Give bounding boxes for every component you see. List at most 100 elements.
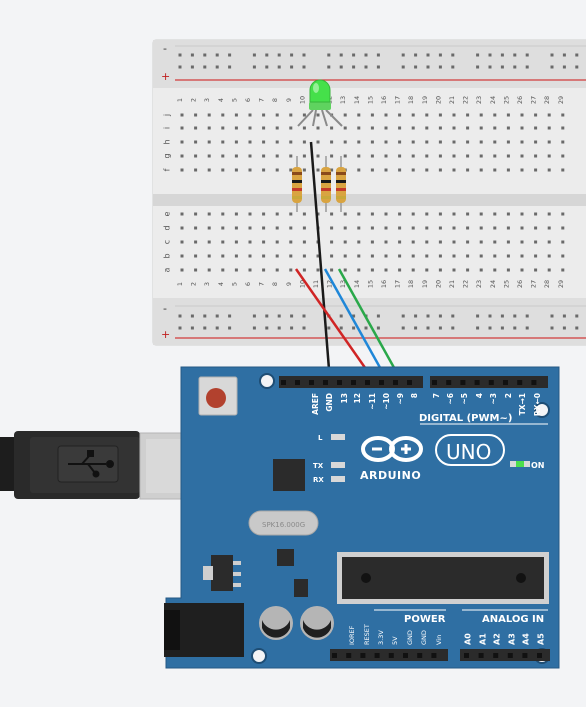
terminal-hole <box>317 169 320 172</box>
rail-hole <box>365 66 368 69</box>
terminal-hole <box>534 127 537 130</box>
terminal-hole <box>235 269 238 272</box>
terminal-hole <box>453 269 456 272</box>
terminal-hole <box>357 213 360 216</box>
analog-pin-label: A0 <box>464 633 473 645</box>
rail-hole <box>203 54 206 57</box>
column-number: 22 <box>462 280 470 288</box>
terminal-hole <box>303 169 306 172</box>
model-name: UNO <box>446 440 491 464</box>
resistor-band <box>292 188 302 191</box>
column-number: 18 <box>407 280 415 288</box>
terminal-hole <box>235 227 238 230</box>
terminal-hole <box>289 141 292 144</box>
column-number: 19 <box>421 280 429 288</box>
terminal-hole <box>480 169 483 172</box>
rail-hole <box>216 54 219 57</box>
terminal-hole <box>303 114 306 117</box>
terminal-hole <box>344 114 347 117</box>
rail-hole <box>575 315 578 318</box>
terminal-hole <box>289 241 292 244</box>
rail-hole <box>340 315 343 318</box>
rail-hole <box>228 66 231 69</box>
rail-hole <box>327 327 330 330</box>
digital-pin-label: 13 <box>340 393 349 403</box>
terminal-hole <box>276 155 279 158</box>
terminal-hole <box>521 127 524 130</box>
led-highlight <box>313 83 319 93</box>
rail-hole <box>340 327 343 330</box>
power-pin-label: 3.3V <box>377 630 385 645</box>
terminal-hole <box>289 255 292 258</box>
terminal-hole <box>439 127 442 130</box>
terminal-hole <box>466 155 469 158</box>
terminal-hole <box>398 255 401 258</box>
rail-hole <box>501 315 504 318</box>
terminal-hole <box>466 213 469 216</box>
led-label-tx: TX <box>313 462 324 470</box>
terminal-hole <box>493 127 496 130</box>
terminal-hole <box>425 169 428 172</box>
column-number: 16 <box>380 96 388 104</box>
terminal-hole <box>425 155 428 158</box>
terminal-hole <box>453 155 456 158</box>
terminal-hole <box>208 213 211 216</box>
rail-hole <box>179 54 182 57</box>
bottom-rail-minus-label: - <box>163 302 167 315</box>
row-letter: f <box>163 168 172 171</box>
terminal-hole <box>194 213 197 216</box>
terminal-hole <box>439 213 442 216</box>
rail-hole <box>191 54 194 57</box>
reset-button[interactable] <box>206 388 226 408</box>
terminal-hole <box>289 155 292 158</box>
terminal-hole <box>249 269 252 272</box>
digital-pin-label: 7 <box>432 393 441 398</box>
rail-hole <box>365 54 368 57</box>
terminal-hole <box>289 127 292 130</box>
terminal-hole <box>289 269 292 272</box>
rail-hole <box>575 66 578 69</box>
analog-header <box>460 649 550 661</box>
digital-pin-label: GND <box>325 393 334 412</box>
column-number: 21 <box>448 280 456 288</box>
terminal-hole <box>289 114 292 117</box>
header-pin <box>475 380 480 385</box>
header-pin <box>503 380 508 385</box>
terminal-hole <box>262 141 265 144</box>
column-number: 5 <box>230 282 238 286</box>
terminal-hole <box>480 155 483 158</box>
column-number: 18 <box>407 96 415 104</box>
terminal-hole <box>262 155 265 158</box>
terminal-hole <box>181 213 184 216</box>
digital-pin-label: TX→1 <box>518 393 527 415</box>
terminal-hole <box>194 227 197 230</box>
row-letter: g <box>163 153 172 158</box>
row-letter: h <box>163 139 172 144</box>
rail-hole <box>513 315 516 318</box>
rail-hole <box>489 54 492 57</box>
terminal-hole <box>221 213 224 216</box>
column-number: 11 <box>312 280 320 288</box>
terminal-hole <box>317 114 320 117</box>
terminal-hole <box>480 127 483 130</box>
rail-hole <box>179 315 182 318</box>
rail-hole <box>278 54 281 57</box>
column-number: 3 <box>203 98 211 102</box>
rail-hole <box>501 54 504 57</box>
column-number: 19 <box>421 96 429 104</box>
terminal-hole <box>398 141 401 144</box>
terminal-hole <box>398 114 401 117</box>
terminal-hole <box>548 227 551 230</box>
terminal-hole <box>561 169 564 172</box>
digital-pin-label: ~11 <box>368 393 377 410</box>
terminal-hole <box>303 155 306 158</box>
resistor-band <box>292 196 302 199</box>
rail-hole <box>476 327 479 330</box>
column-number: 24 <box>489 280 497 288</box>
terminal-hole <box>398 269 401 272</box>
rail-hole <box>414 327 417 330</box>
terminal-hole <box>249 255 252 258</box>
top-rail-minus-label: - <box>163 42 167 55</box>
